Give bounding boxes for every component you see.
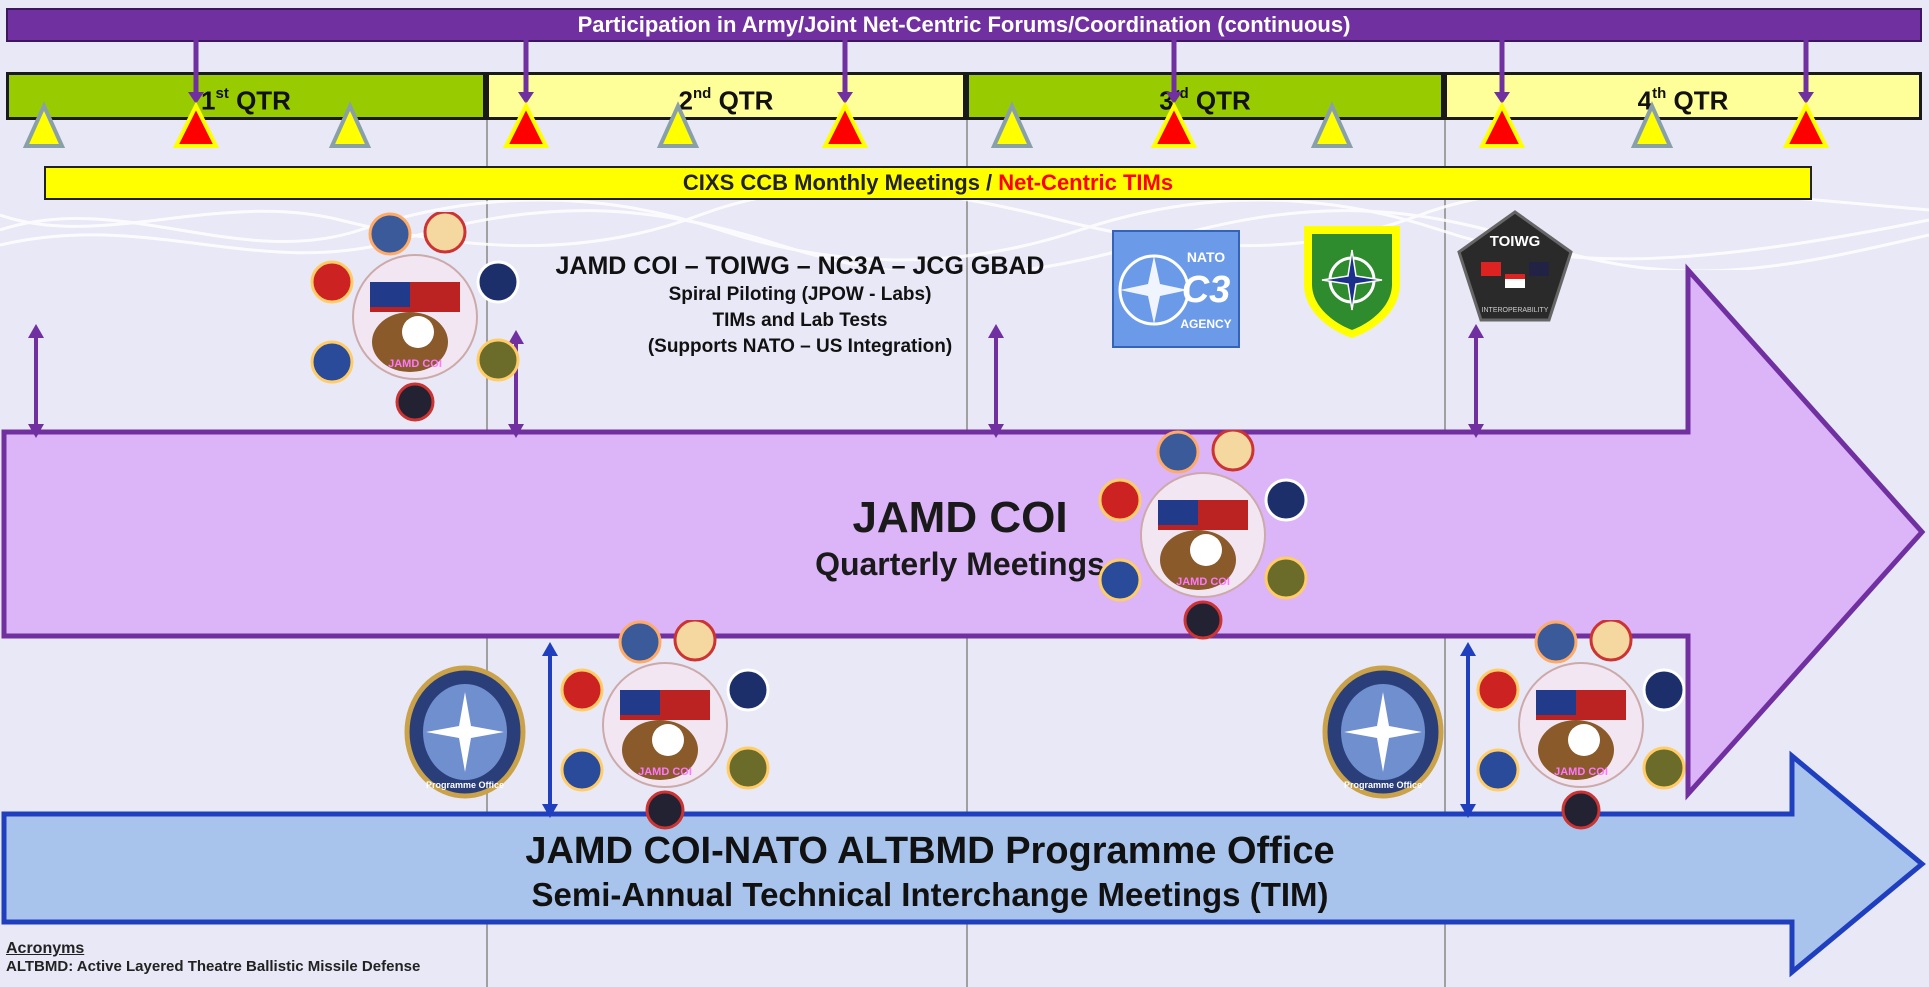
toiwg-logo-bottom-text: INTEROPERABILITY <box>1482 307 1549 314</box>
quarter-3-bar: 3rd QTR <box>966 72 1444 120</box>
jamd-coi-seal-cluster-3: JAMD COI <box>560 620 770 830</box>
acronyms-heading: Acronyms <box>6 940 85 957</box>
jamd-coi-seal-cluster-1: JAMD COI <box>310 212 520 422</box>
ccb-milestone-3 <box>656 101 700 148</box>
altbmd-programme-office-seal-2: Programme Office <box>1322 665 1444 799</box>
ccb-milestone-1 <box>22 101 66 148</box>
tim-milestone-4 <box>1150 101 1198 148</box>
coi-link-arrows <box>28 324 1484 438</box>
altbmd-link-arrow-1 <box>542 642 558 818</box>
ccb-milestone-5 <box>1310 101 1354 148</box>
toiwg-pentagon-logo: TOIWG INTEROPERABILITY <box>1457 210 1573 322</box>
quarter-1-bar: 1st QTR <box>6 72 486 120</box>
jamd-seal-label: JAMD COI <box>1176 576 1230 588</box>
jamd-seal-label: JAMD COI <box>638 766 692 778</box>
ccb-milestone-4 <box>990 101 1034 148</box>
coi-quarterly-arrow <box>1 263 1926 801</box>
tim-milestone-3 <box>821 101 869 148</box>
milestone-triangles <box>22 101 1830 148</box>
coi-arrow-title: JAMD COI <box>852 493 1068 542</box>
toiwg-title: JAMD COI – TOIWG – NC3A – JCG GBAD <box>555 252 1045 280</box>
net-centric-forums-banner: Participation in Army/Joint Net-Centric … <box>6 8 1922 42</box>
tim-milestone-2 <box>502 101 550 148</box>
altbmd-arrow-subtitle: Semi-Annual Technical Interchange Meetin… <box>531 876 1329 913</box>
toiwg-line-3: (Supports NATO – US Integration) <box>647 336 953 357</box>
quarter-2-bar: 2nd QTR <box>486 72 966 120</box>
ccb-monthly-meetings-bar: CIXS CCB Monthly Meetings / Net-Centric … <box>44 166 1812 200</box>
jamd-seal-label: JAMD COI <box>388 358 442 370</box>
tim-milestone-1 <box>172 101 220 148</box>
coi-arrow-text: JAMD COI Quarterly Meetings <box>700 492 1220 584</box>
toiwg-logo-text: TOIWG <box>1490 233 1541 250</box>
tim-milestone-5 <box>1478 101 1526 148</box>
ccb-milestone-6 <box>1630 101 1674 148</box>
nato-c3-big-text: C3 <box>1182 269 1231 311</box>
acronym-item: ALTBMD: Active Layered Theatre Ballistic… <box>6 958 421 975</box>
toiwg-line-1: Spiral Piloting (JPOW - Labs) <box>668 284 932 305</box>
coi-arrow-subtitle: Quarterly Meetings <box>815 546 1105 582</box>
jamd-coi-seal-cluster-2: JAMD COI <box>1098 430 1308 640</box>
nato-c3-top-text: NATO <box>1187 249 1225 265</box>
jcg-gbad-shield-logo <box>1304 226 1400 338</box>
altbmd-seal-label: Programme Office <box>1344 780 1422 790</box>
tim-milestone-6 <box>1782 101 1830 148</box>
nato-c3-bottom-text: AGENCY <box>1180 317 1231 331</box>
altbmd-link-arrow-2 <box>1460 642 1476 818</box>
quarter-4-bar: 4th QTR <box>1444 72 1922 120</box>
altbmd-arrow-text: JAMD COI-NATO ALTBMD Programme Office Se… <box>380 828 1480 916</box>
jamd-seal-label: JAMD COI <box>1554 766 1608 778</box>
jamd-coi-seal-cluster-4: JAMD COI <box>1476 620 1686 830</box>
nato-c3-agency-logo: NATO C3 AGENCY <box>1112 230 1240 348</box>
acronyms-section: Acronyms ALTBMD: Active Layered Theatre … <box>6 940 420 975</box>
ccb-milestone-2 <box>328 101 372 148</box>
altbmd-arrow-title: JAMD COI-NATO ALTBMD Programme Office <box>525 830 1335 872</box>
toiwg-line-2: TIMs and Lab Tests <box>712 310 888 331</box>
altbmd-seal-label: Programme Office <box>426 780 504 790</box>
altbmd-programme-office-seal-1: Programme Office <box>404 665 526 799</box>
forum-drop-arrows <box>188 40 1814 104</box>
toiwg-block: JAMD COI – TOIWG – NC3A – JCG GBAD Spira… <box>500 250 1100 360</box>
altbmd-tim-arrow <box>1 750 1926 978</box>
